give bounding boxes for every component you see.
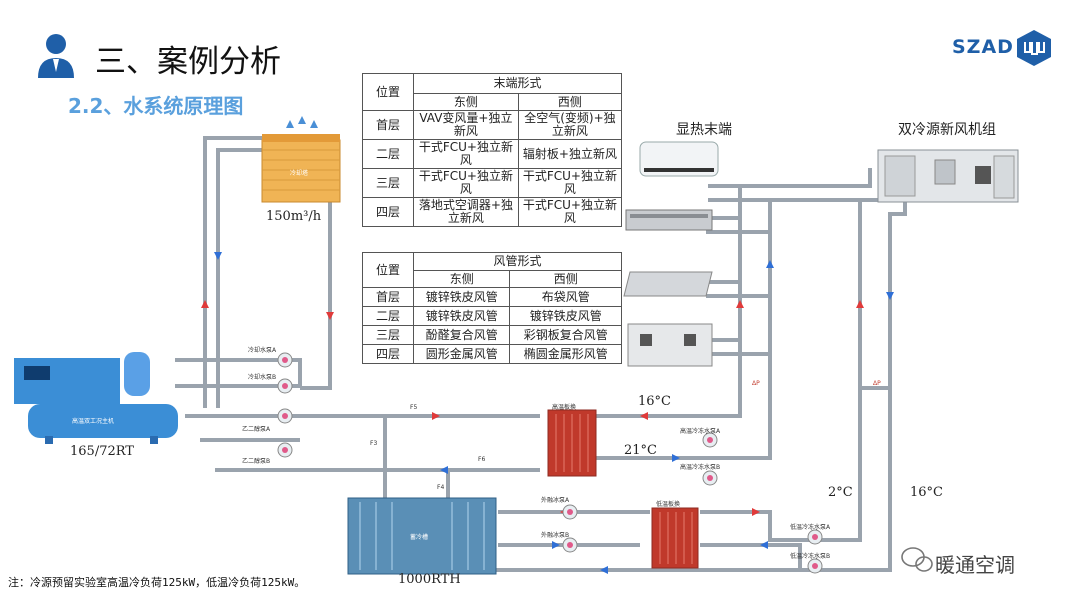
hx-high [547,409,597,477]
col-east: 东侧 [412,270,511,288]
pump-ht-a-label: 高温冷冻水泵A [680,428,721,435]
watermark-text: 暖通空调 [935,553,1015,577]
west-cell: 干式FCU+独立新风 [517,197,623,227]
temp-21: 21°C [624,443,657,458]
floor-cell: 四层 [362,197,414,227]
chiller [14,352,178,444]
cooling-pump-a-line [175,358,302,388]
floor-cell: 二层 [362,306,414,326]
valve-dp2-label: ΔP [873,380,881,387]
valve-f4-label: F4 [437,484,445,491]
footer-note: 注：冷源预留实验室高温冷负荷125kW，低温冷负荷125kW。 [8,576,306,589]
cooling-pipe-supply [203,136,275,408]
page-subtitle: 2.2、水系统原理图 [68,94,244,118]
west-cell: 全空气(变频)+独立新风 [517,110,623,140]
user-icon [36,32,76,80]
duct-form-table: 位置 风管形式 东侧 西侧 首层镀锌铁皮风管布袋风管 二层镀锌铁皮风管镀锌铁皮风… [362,252,622,364]
west-cell: 布袋风管 [509,287,622,307]
floor-cell: 首层 [362,110,414,140]
west-cell: 彩钢板复合风管 [509,325,622,345]
east-cell: 干式FCU+独立新风 [413,139,519,169]
chiller-capacity: 165/72RT [70,444,134,459]
hx-high-label: 高温板换 [552,404,577,411]
east-cell: 干式FCU+独立新风 [413,168,519,198]
west-cell: 椭圆金属形风管 [509,344,622,364]
col-west: 西侧 [509,270,622,288]
fresh-air-unit-label: 双冷源新风机组 [898,122,996,138]
east-cell: 镀锌铁皮风管 [412,287,511,307]
valve-dp1-label: ΔP [752,380,760,387]
logo-icon [1014,28,1054,68]
ht-hx-in [595,198,772,460]
col-position: 位置 [362,252,414,288]
page-title: 三、案例分析 [95,44,281,80]
pump-cooling-b-label: 冷却水泵B [248,374,277,381]
tank-label: 蓄冷槽 [410,534,429,541]
lt-loop-in [700,168,907,572]
east-cell: 落地式空调器+独立新风 [413,197,519,227]
cooling-tower-return [300,200,332,390]
pump-cooling-a-label: 冷却水泵A [248,347,277,354]
hx-low-label: 低温板换 [656,501,681,508]
east-cell: 镀锌铁皮风管 [412,306,511,326]
ice-tank [347,497,497,575]
sensible-terminals [623,141,719,367]
east-cell: 酚醛复合风管 [412,325,511,345]
group-header: 末端形式 [413,73,622,94]
ht-branch-ret [706,230,770,356]
west-cell: 镀锌铁皮风管 [509,306,622,326]
floor-cell: 四层 [362,344,414,364]
floor-cell: 二层 [362,139,414,169]
col-east: 东侧 [413,93,519,111]
ht-from-fau [740,168,872,188]
pump-glycol-a-label: 乙二醇泵A [242,426,271,433]
group-header: 风管形式 [413,252,622,271]
cooling-tower [261,116,341,203]
col-west: 西侧 [517,93,623,111]
pump-ht-b-label: 高温冷冻水泵B [680,464,721,471]
pump-melt-b-label: 外融冰泵B [541,532,570,539]
floor-cell: 三层 [362,325,414,345]
valve-f6-label: F6 [478,456,486,463]
chiller-label: 高温双工况主机 [72,418,115,425]
cooling-tower-flow: 150m³/h [266,209,322,224]
east-cell: VAV变风量+独立新风 [413,110,519,140]
col-position: 位置 [362,73,414,111]
wechat-icon [901,547,933,572]
cooling-pipe-return [216,148,275,408]
temp-2: 2°C [828,485,853,500]
fresh-air-unit [877,149,1019,203]
east-cell: 圆形金属风管 [412,344,511,364]
pump-glycol-b-label: 乙二醇泵B [242,458,271,465]
valve-f5-label: F5 [410,404,418,411]
pump-lt-a-label: 低温冷冻水泵A [790,524,831,531]
cooling-tower-label: 冷却塔 [290,170,309,177]
temp-16-top: 16°C [638,394,671,409]
logo-text: SZAD [952,36,1014,58]
pump-lt-b-label: 低温冷冻水泵B [790,553,831,560]
temp-16-right: 16°C [910,485,943,500]
tank-capacity: 1000RTH [398,572,461,587]
sensible-terminal-label: 显热末端 [676,122,732,138]
floor-cell: 三层 [362,168,414,198]
floor-cell: 首层 [362,287,414,307]
valve-f3-label: F3 [370,440,378,447]
pump-melt-a-label: 外融冰泵A [541,497,570,504]
hx-low [651,507,699,569]
west-cell: 辐射板+独立新风 [517,139,623,169]
west-cell: 干式FCU+独立新风 [517,168,623,198]
